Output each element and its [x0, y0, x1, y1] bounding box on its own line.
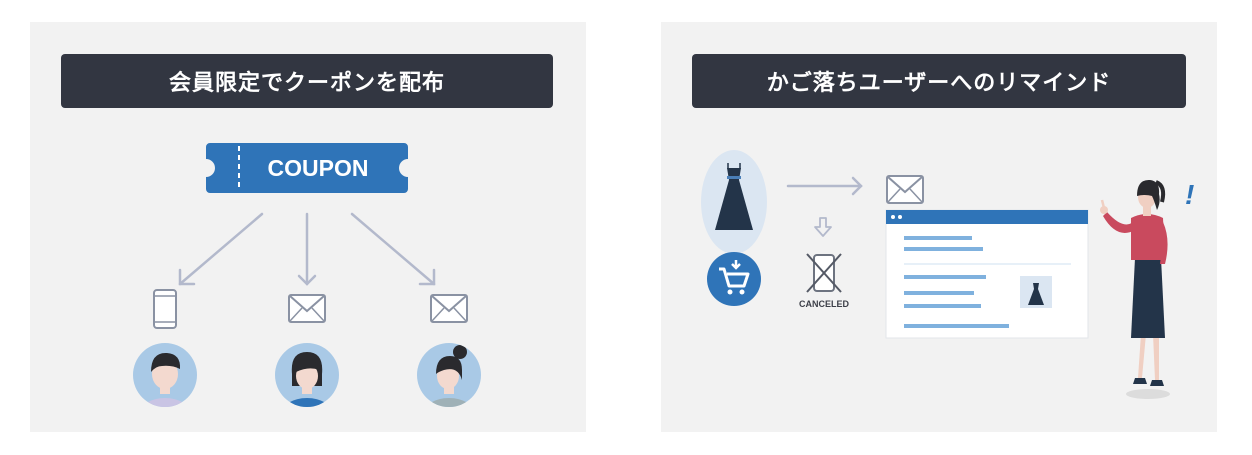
- canceled-phone-icon: [806, 253, 842, 293]
- envelope-icon: [288, 294, 326, 323]
- canceled-label: CANCELED: [799, 299, 850, 309]
- coupon-panel: 会員限定でクーポンを配布 COUPON: [30, 22, 586, 432]
- exclamation-mark: !: [1185, 179, 1194, 210]
- arrow-right: [350, 212, 436, 286]
- smartphone-icon: [153, 289, 177, 329]
- distribution-arrows: [178, 212, 436, 286]
- email-window: [885, 209, 1089, 339]
- cart-panel-title: かご落ちユーザーへのリマインド: [692, 54, 1186, 108]
- envelope-icon: [430, 294, 468, 323]
- coupon-panel-title: 会員限定でクーポンを配布: [61, 54, 553, 108]
- dress-product-icon: [701, 150, 767, 254]
- coupon-diagram: COUPON: [133, 143, 481, 407]
- coupon-ticket-icon: COUPON: [206, 143, 408, 193]
- cart-abandonment-panel: かご落ちユーザーへのリマインド: [661, 22, 1217, 432]
- cart-icon: [707, 252, 761, 306]
- woman-figure-icon: [1100, 179, 1170, 399]
- coupon-label: COUPON: [268, 155, 369, 181]
- envelope-icon: [886, 175, 924, 204]
- avatar-user-2: [275, 343, 339, 407]
- avatar-user-1: [133, 343, 197, 407]
- avatar-user-3: [417, 343, 481, 407]
- down-arrow-icon: [814, 217, 832, 237]
- cart-abandonment-diagram: CANCELED: [701, 150, 1194, 399]
- arrow-to-email: [786, 176, 863, 196]
- arrow-left: [178, 212, 264, 286]
